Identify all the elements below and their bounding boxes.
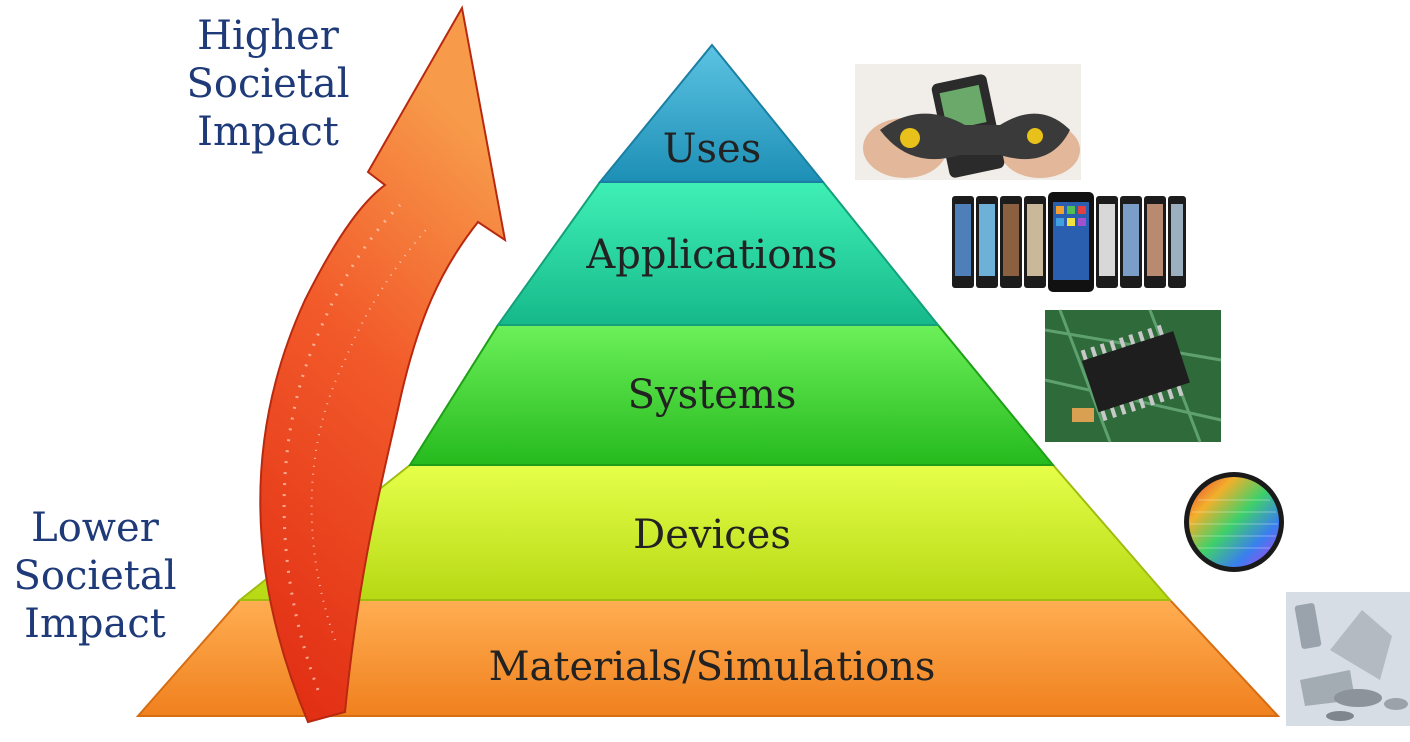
tier-materials-label: Materials/Simulations [489,644,936,690]
tier-systems: Systems [408,324,1056,466]
tier-devices-label: Devices [633,512,791,558]
metal-targets-photo [1286,592,1410,726]
phone-gamepad-photo [855,64,1081,180]
rising-impact-arrow [259,5,507,724]
higher-label-line-1: Higher [197,13,339,59]
higher-societal-impact-label: Higher Societal Impact [168,12,368,156]
tier-applications-label: Applications [585,232,837,278]
lower-label-line-3: Impact [24,601,166,647]
tier-applications: Applications [496,181,941,326]
lower-societal-impact-label: Lower Societal Impact [0,504,190,648]
tier-uses: Uses [597,43,826,183]
higher-label-line-2: Societal [186,61,350,107]
microchip-photo [1044,309,1222,443]
tier-systems-label: Systems [628,372,797,418]
tier-materials: Materials/Simulations [135,599,1281,717]
lower-label-line-1: Lower [31,505,159,551]
lower-label-line-2: Societal [13,553,177,599]
silicon-wafer-photo [1184,472,1284,572]
tier-uses-label: Uses [663,126,761,172]
higher-label-line-3: Impact [197,109,339,155]
smartphones-photo [948,190,1188,300]
